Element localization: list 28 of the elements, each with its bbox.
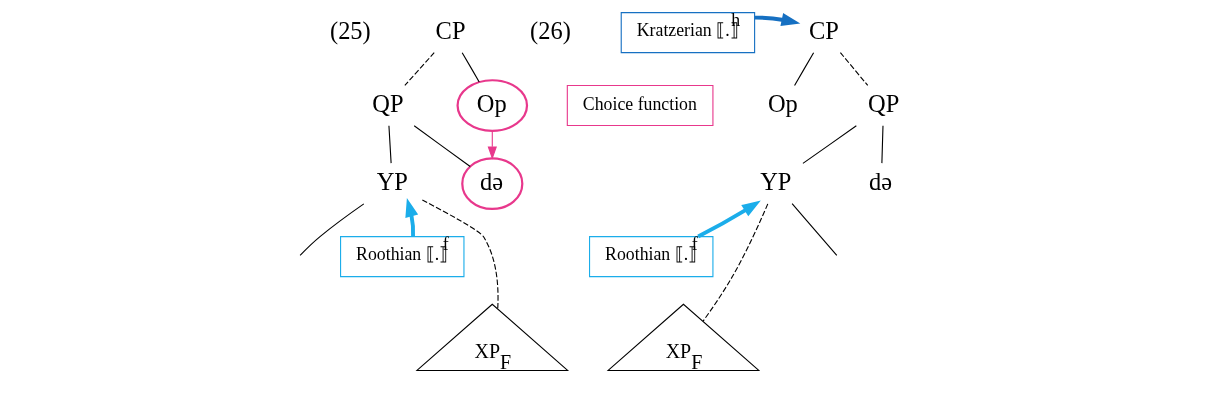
node-box: Choice function [566, 85, 714, 127]
connector [839, 52, 869, 86]
arrow [405, 198, 419, 237]
node-text: CP [809, 16, 839, 44]
node-text: CP [435, 16, 466, 44]
label: (25) [330, 16, 371, 44]
connector [791, 203, 838, 256]
node-text: QP [867, 89, 900, 117]
arrow [754, 13, 801, 27]
connector [802, 125, 857, 164]
arrow [697, 200, 761, 239]
node-text: YP [760, 167, 792, 195]
node-text: YP [376, 167, 408, 195]
connector [299, 203, 365, 256]
node-text: Op [767, 89, 798, 117]
connector [413, 125, 471, 168]
connector [881, 125, 884, 164]
connector [702, 203, 769, 322]
connector [794, 52, 815, 86]
connector [421, 199, 499, 310]
node-ellipse: də [461, 157, 524, 211]
connector [388, 125, 392, 164]
connector [404, 52, 435, 86]
label: (26) [530, 16, 571, 44]
node-ellipse: Op [456, 79, 529, 132]
node-text: QP [372, 89, 404, 117]
connector [461, 52, 480, 83]
node-text: də [869, 167, 893, 195]
